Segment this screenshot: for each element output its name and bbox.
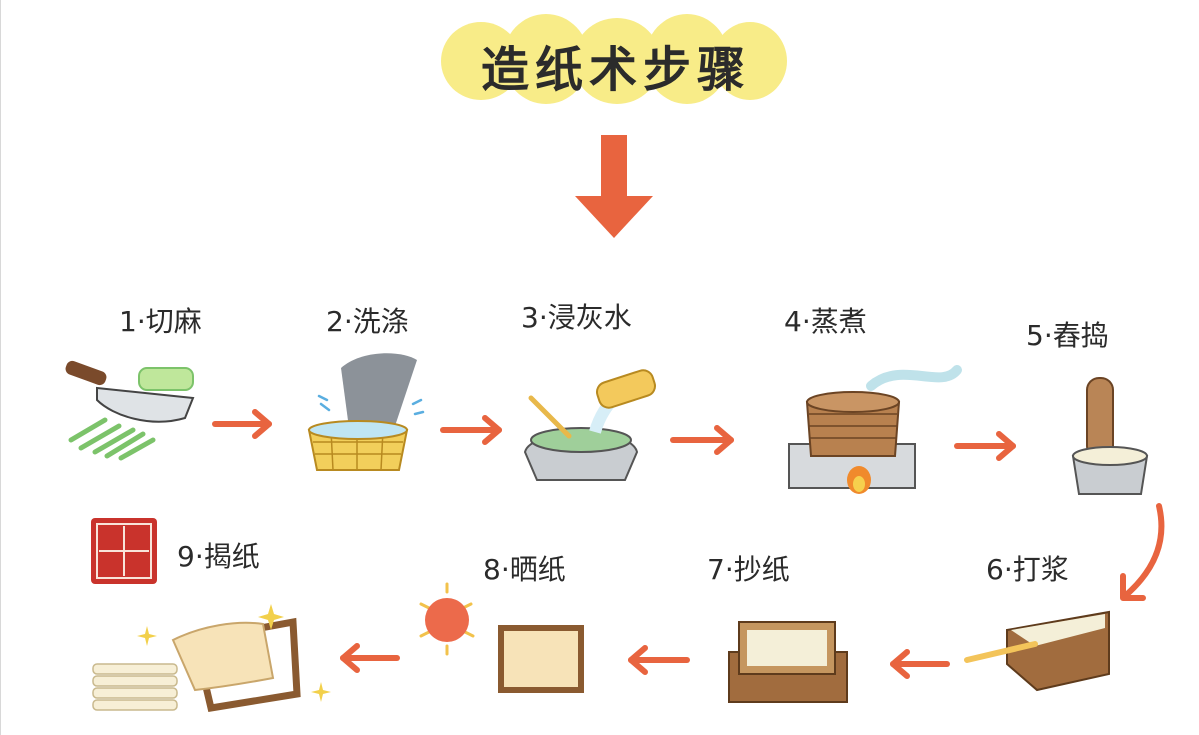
steaming-pot-icon [788,365,962,494]
flow-arrow-6-7 [890,649,950,679]
knife-cutting-hemp-icon [65,360,195,461]
title-highlight-blob [713,22,787,100]
step-label-8: 8·晒纸 [483,553,566,586]
step-label-3: 3·浸灰水 [521,301,632,334]
step-label-2: 2·洗涤 [326,305,409,338]
step-label-5: 5·舂捣 [1026,319,1109,352]
flow-arrow-2-3 [440,415,502,445]
flow-arrow-4-5 [954,431,1016,461]
paper-mold-icon [728,621,848,703]
flow-arrow-3-4 [670,425,734,455]
peeling-paper-frame-icon [92,604,331,712]
flow-arrow-5-6 [1120,503,1165,601]
page-title: 造纸术步骤 [480,42,751,98]
down-arrow-icon [575,135,653,238]
sun-drying-frame-icon [419,582,584,693]
mortar-pestle-icon [1071,377,1149,495]
flow-arrow-8-9 [340,643,400,673]
lime-water-pot-icon [523,369,656,481]
washing-tub-icon [307,353,425,471]
title-banner: 造纸术步骤 [441,12,791,108]
flow-arrow-1-2 [212,409,272,439]
seal-stamp-logo [91,518,157,584]
pulp-tub-icon [964,610,1110,692]
flow-arrow-7-8 [628,645,690,675]
step-label-4: 4·蒸煮 [784,305,867,338]
step-label-1: 1·切麻 [119,305,202,338]
step-label-9: 9·揭纸 [177,540,260,573]
step-label-7: 7·抄纸 [707,553,790,586]
step-label-6: 6·打浆 [986,553,1069,586]
